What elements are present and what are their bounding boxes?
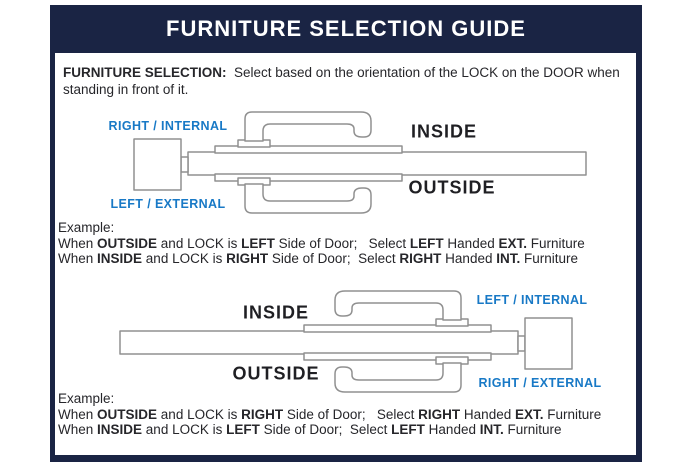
- lock-case: [133, 138, 182, 191]
- example-heading: Example:: [58, 391, 115, 406]
- outside-label: OUTSIDE: [232, 363, 320, 384]
- backplate-inside: [303, 324, 492, 333]
- lock-spindle: [517, 335, 526, 352]
- example-line: When INSIDE and LOCK is LEFT Side of Doo…: [58, 422, 562, 437]
- inside-label: INSIDE: [242, 302, 310, 323]
- lever-handle-inside: [334, 290, 469, 327]
- backplate-outside: [303, 352, 492, 361]
- page-title: FURNITURE SELECTION GUIDE: [166, 16, 526, 41]
- door-assembly: [119, 290, 573, 393]
- orientation-label-left-internal: LEFT / INTERNAL: [476, 293, 588, 307]
- diagram-lock-right: INSIDE OUTSIDE LEFT / INTERNAL RIGHT / E…: [57, 285, 642, 399]
- lever-handle-inside: [237, 111, 372, 148]
- backplate-inside: [214, 145, 403, 154]
- backplate-outside: [214, 173, 403, 182]
- lock-spindle: [180, 156, 189, 173]
- intro-text: FURNITURE SELECTION: Select based on the…: [63, 65, 624, 97]
- door-assembly: [133, 111, 587, 214]
- orientation-label-right-external: RIGHT / EXTERNAL: [478, 376, 602, 390]
- example-line: When OUTSIDE and LOCK is RIGHT Side of D…: [58, 406, 602, 422]
- inside-label: INSIDE: [410, 121, 478, 142]
- handle-lever: [334, 362, 462, 393]
- example-block-bottom: Example: When OUTSIDE and LOCK is RIGHT …: [58, 391, 601, 438]
- lock-case: [524, 317, 573, 370]
- lever-handle-outside: [237, 177, 372, 214]
- door-top-view-lock-left: [133, 111, 587, 214]
- orientation-label-right-internal: RIGHT / INTERNAL: [108, 119, 228, 133]
- example-line: When OUTSIDE and LOCK is LEFT Side of Do…: [58, 235, 585, 251]
- header-bar: FURNITURE SELECTION GUIDE: [50, 5, 642, 53]
- diagram-lock-left: RIGHT / INTERNAL LEFT / EXTERNAL INSIDE …: [57, 106, 642, 220]
- outside-label: OUTSIDE: [408, 177, 496, 198]
- orientation-label-left-external: LEFT / EXTERNAL: [110, 197, 226, 211]
- door-top-view-lock-right: [119, 290, 573, 393]
- door-slab: [119, 330, 519, 355]
- lever-handle-outside: [334, 356, 469, 393]
- example-heading: Example:: [58, 220, 115, 235]
- example-block-top: Example: When OUTSIDE and LOCK is LEFT S…: [58, 220, 585, 267]
- door-slab: [187, 151, 587, 176]
- example-line: When INSIDE and LOCK is RIGHT Side of Do…: [58, 251, 579, 266]
- handle-lever: [334, 290, 462, 321]
- handle-lever: [244, 111, 372, 142]
- handle-lever: [244, 183, 372, 214]
